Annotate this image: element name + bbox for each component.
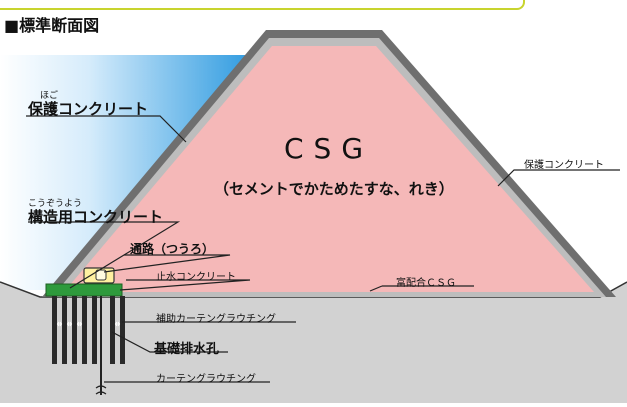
protect-right-label: 保護コンクリート [524, 160, 604, 171]
grouting-arrow [56, 321, 63, 327]
rich-csg-label: 富配合ＣＳＧ [396, 278, 456, 289]
aux-grout-column [110, 296, 115, 364]
grouting-arrow [76, 321, 83, 327]
curtain-label: カーテングラウチング [156, 374, 256, 385]
leader-protect-left [26, 115, 187, 143]
page-title: ■標準断面図 [4, 16, 100, 35]
aux-curtain-label: 補助カーテングラウチング [156, 314, 276, 325]
passage-opening [95, 269, 107, 281]
leader-rich-csg-tick [369, 285, 383, 292]
leader-structural [28, 221, 181, 289]
leader-cutoff [119, 279, 251, 291]
csg-sub-label: （セメントでかためたすな、れき） [214, 180, 454, 198]
leader-drain [111, 331, 228, 353]
csg-core [64, 46, 594, 292]
auxiliary-curtain-grouting-holes [52, 296, 125, 364]
cutoff-label: 止水コンクリート [156, 272, 236, 283]
passage-label: 通路（つうろ） [130, 242, 215, 256]
leader-protect-right [497, 169, 620, 187]
leader-passage [103, 254, 231, 273]
grouting-arrows [56, 321, 121, 327]
leader-lines [26, 115, 620, 383]
aux-grout-column [92, 296, 97, 364]
upstream-water [0, 55, 252, 290]
aux-grout-column [52, 296, 57, 364]
aux-grout-column [120, 296, 125, 364]
protect-left-ruby: ほご [40, 91, 59, 101]
grouting-arrow [114, 321, 121, 327]
structural-label: 構造用コンクリート [28, 208, 164, 226]
protect-left-label: 保護コンクリート [28, 100, 149, 118]
aux-grout-column [62, 296, 67, 364]
grouting-arrow [66, 321, 73, 327]
aux-grout-column [72, 296, 77, 364]
structural-ruby: こうぞうよう [28, 199, 83, 209]
drain-label: 基礎排水孔 [154, 342, 220, 357]
structural-concrete [45, 283, 123, 297]
curtain-break-mark [95, 385, 107, 395]
foundation-ground [0, 282, 627, 403]
header-frame [0, 0, 525, 10]
csg-main-label: CSG [284, 132, 374, 165]
aux-grout-column [82, 296, 87, 364]
